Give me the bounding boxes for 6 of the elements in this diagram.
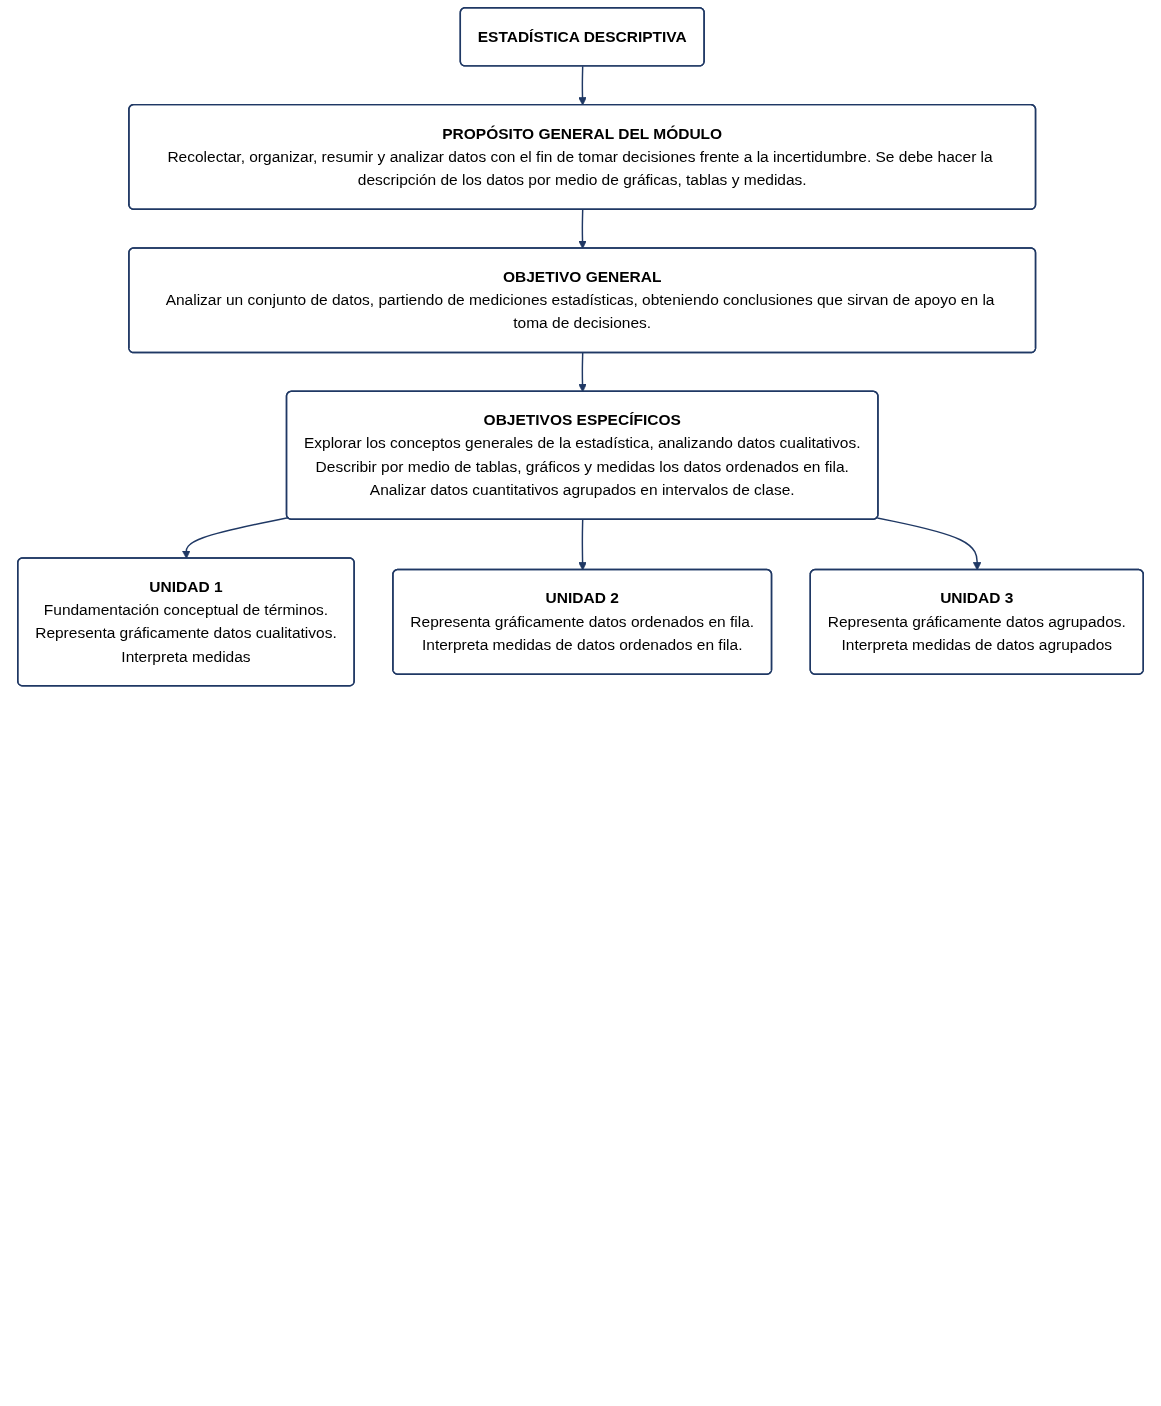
- arrow: [578, 352, 587, 393]
- arrow: [876, 517, 982, 571]
- arrow: [578, 209, 587, 249]
- arrow: [578, 65, 587, 106]
- arrow: [182, 517, 289, 559]
- arrow: [578, 518, 587, 571]
